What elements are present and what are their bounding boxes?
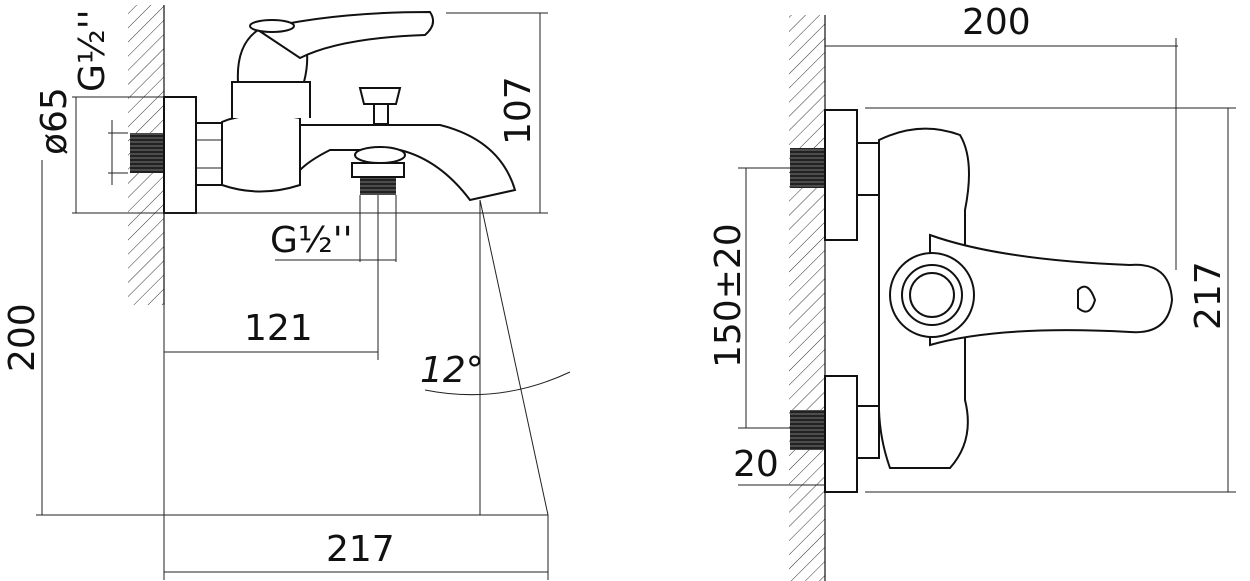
front-view: 200 217 150±20 20 [708, 2, 1236, 581]
lower-flange [824, 375, 858, 493]
side-view: G½'' ø65 107 G½'' 121 12° 200 217 [2, 5, 571, 580]
outlet-collar [354, 146, 406, 164]
outlet-thread [360, 175, 396, 195]
connection-nut [195, 122, 223, 186]
spout [299, 124, 517, 202]
dim-center-distance: 150±20 [708, 223, 749, 368]
dim-spout-offset: 121 [244, 308, 313, 349]
diverter-stem [373, 103, 389, 125]
lever-cap [249, 19, 295, 33]
upper-nut [856, 142, 880, 196]
inlet-thread [130, 133, 164, 173]
outlet-nut [351, 162, 405, 178]
lever-handle [255, 10, 435, 60]
lower-inlet-thread [790, 410, 825, 450]
lower-nut [856, 405, 880, 459]
mixer-body [221, 113, 301, 193]
wall-flange [163, 96, 197, 214]
lever-slot [1077, 285, 1097, 313]
upper-inlet-thread [790, 148, 825, 188]
wall-hatch-right [789, 15, 825, 581]
front-lever [929, 233, 1174, 347]
logo-plate [909, 272, 955, 318]
diverter-knob [358, 87, 402, 105]
dim-height: 217 [1188, 261, 1229, 330]
dim-thread-length: 20 [733, 444, 779, 485]
dim-angle: 12° [420, 350, 484, 391]
cartridge-housing [231, 81, 311, 118]
dim-flange-diameter: ø65 [34, 87, 75, 155]
dim-outlet-thread: G½'' [270, 220, 353, 261]
dim-total-width: 217 [326, 529, 395, 570]
dim-total-height: 200 [2, 303, 43, 372]
angle-arc [424, 371, 571, 396]
dim-top-height: 107 [498, 76, 539, 145]
dim-depth: 200 [962, 2, 1031, 43]
upper-flange [824, 109, 858, 241]
dim-inlet-thread: G½'' [72, 9, 113, 92]
